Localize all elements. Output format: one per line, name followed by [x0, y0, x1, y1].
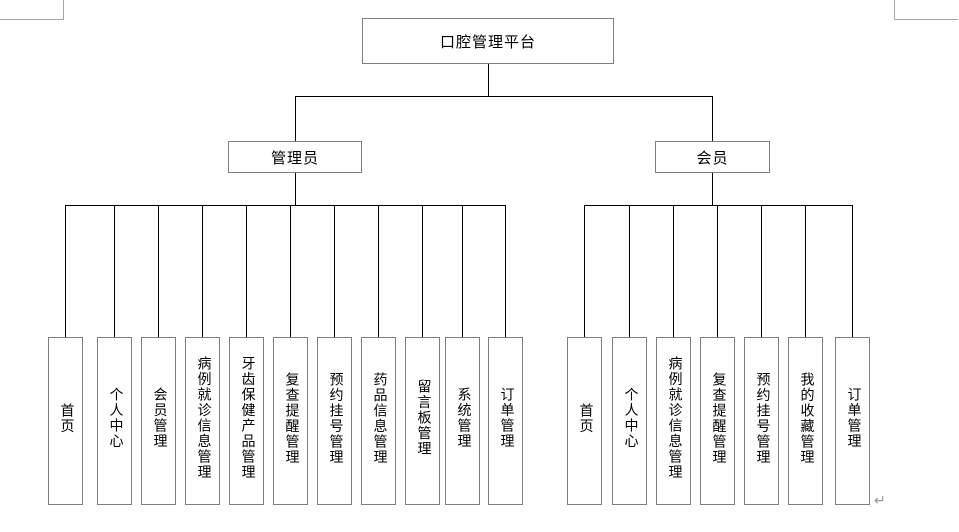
connector-member-leaf-3: [717, 205, 718, 337]
connector-admin-leaf-4: [246, 205, 247, 337]
connector-to-member: [712, 96, 713, 141]
connector-admin-leaf-0: [65, 205, 66, 337]
leaf-node-admin-9[interactable]: 系统管理: [445, 337, 480, 505]
leaf-node-admin-1-label: 个人中心: [107, 387, 123, 449]
root-node[interactable]: 口腔管理平台: [362, 18, 614, 64]
leaf-node-admin-5[interactable]: 复查提醒管理: [273, 337, 308, 505]
connector-admin-leaf-9: [462, 205, 463, 337]
leaf-node-admin-5-label: 复查提醒管理: [283, 371, 299, 465]
branch-node-member-label: 会员: [696, 150, 729, 167]
leaf-node-admin-4-label: 牙齿保健产品管理: [239, 356, 255, 480]
connector-admin-leaf-7: [378, 205, 379, 337]
leaf-node-admin-2-label: 会员管理: [151, 387, 167, 449]
leaf-node-member-2[interactable]: 病例就诊信息管理: [656, 337, 691, 505]
connector-admin-bus: [65, 205, 506, 206]
branch-node-admin[interactable]: 管理员: [228, 141, 362, 173]
connector-admin-leaf-1: [114, 205, 115, 337]
leaf-node-admin-2[interactable]: 会员管理: [141, 337, 176, 505]
leaf-node-member-1-label: 个人中心: [622, 387, 638, 449]
leaf-node-admin-6[interactable]: 预约挂号管理: [317, 337, 352, 505]
leaf-node-admin-1[interactable]: 个人中心: [97, 337, 132, 505]
connector-to-admin: [295, 96, 296, 141]
connector-member-leaf-0: [584, 205, 585, 337]
connector-member-leaf-4: [761, 205, 762, 337]
leaf-node-admin-4[interactable]: 牙齿保健产品管理: [229, 337, 264, 505]
leaf-node-admin-0-label: 首页: [58, 402, 74, 434]
connector-root-drop: [488, 64, 489, 96]
connector-member-leaf-5: [805, 205, 806, 337]
connector-admin-drop: [295, 173, 296, 205]
connector-member-leaf-6: [852, 205, 853, 337]
paragraph-mark: ↵: [874, 492, 886, 508]
leaf-node-member-5-label: 我的收藏管理: [798, 371, 814, 465]
leaf-node-admin-7-label: 药品信息管理: [371, 371, 387, 465]
connector-admin-leaf-8: [422, 205, 423, 337]
leaf-node-member-3[interactable]: 复查提醒管理: [700, 337, 735, 505]
leaf-node-admin-6-label: 预约挂号管理: [327, 371, 343, 465]
leaf-node-member-6-label: 订单管理: [845, 387, 861, 449]
leaf-node-member-0[interactable]: 首页: [567, 337, 602, 505]
branch-node-member[interactable]: 会员: [655, 141, 770, 173]
connector-admin-leaf-2: [158, 205, 159, 337]
leaf-node-admin-3[interactable]: 病例就诊信息管理: [185, 337, 220, 505]
connector-member-bus: [584, 205, 853, 206]
leaf-node-admin-10-label: 订单管理: [498, 387, 514, 449]
connector-admin-leaf-5: [290, 205, 291, 337]
leaf-node-admin-8-label: 留言板管理: [415, 379, 431, 457]
leaf-node-admin-3-label: 病例就诊信息管理: [195, 356, 211, 480]
connector-admin-leaf-6: [334, 205, 335, 337]
leaf-node-member-5[interactable]: 我的收藏管理: [788, 337, 823, 505]
connector-admin-leaf-10: [505, 205, 506, 337]
leaf-node-member-0-label: 首页: [577, 402, 593, 434]
root-node-label: 口腔管理平台: [439, 34, 536, 51]
leaf-node-admin-7[interactable]: 药品信息管理: [361, 337, 396, 505]
leaf-node-admin-0[interactable]: 首页: [48, 337, 83, 505]
leaf-node-admin-8[interactable]: 留言板管理: [405, 337, 440, 505]
leaf-node-admin-9-label: 系统管理: [455, 387, 471, 449]
leaf-node-member-1[interactable]: 个人中心: [612, 337, 647, 505]
leaf-node-member-2-label: 病例就诊信息管理: [666, 356, 682, 480]
connector-admin-leaf-3: [202, 205, 203, 337]
connector-member-drop: [712, 173, 713, 205]
connector-member-leaf-2: [673, 205, 674, 337]
connector-member-leaf-1: [629, 205, 630, 337]
leaf-node-member-6[interactable]: 订单管理: [835, 337, 870, 505]
connector-level1-bus: [295, 96, 713, 97]
page-margin-mark-top-right: [894, 0, 958, 20]
leaf-node-admin-10[interactable]: 订单管理: [488, 337, 523, 505]
leaf-node-member-3-label: 复查提醒管理: [710, 371, 726, 465]
page-margin-mark-top-left: [0, 0, 64, 20]
leaf-node-member-4[interactable]: 预约挂号管理: [744, 337, 779, 505]
branch-node-admin-label: 管理员: [270, 150, 319, 167]
leaf-node-member-4-label: 预约挂号管理: [754, 371, 770, 465]
